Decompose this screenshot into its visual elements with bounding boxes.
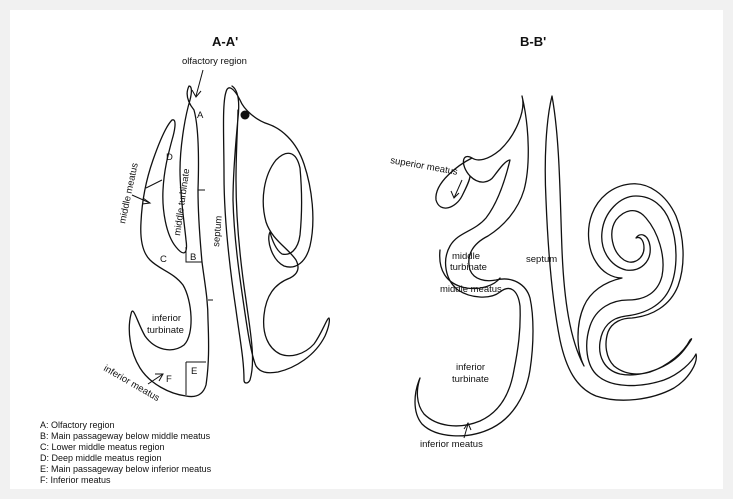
label-inferior-meatus-a: inferior meatus — [102, 363, 162, 404]
label-middle-turbinate-b-2: turbinate — [450, 262, 487, 273]
label-inferior-turbinate-b-1: inferior — [456, 362, 485, 373]
cavity-outline-left — [129, 86, 208, 397]
label-septum-a: septum — [211, 215, 225, 247]
title-a: A-A' — [212, 34, 238, 49]
region-c-label: C — [160, 254, 167, 265]
region-d-label: D — [166, 152, 173, 163]
label-inferior-turbinate-a-1: inferior — [152, 313, 181, 324]
label-inferior-turbinate-a-2: turbinate — [147, 325, 184, 336]
label-middle-meatus-a: middle meatus — [117, 162, 141, 225]
label-superior-meatus-b: superior meatus — [389, 155, 458, 178]
arrowhead-superior-meatus-b — [451, 191, 459, 198]
label-middle-meatus-b: middle meatus — [440, 284, 502, 295]
arrow-superior-meatus-b — [454, 180, 462, 198]
title-b: B-B' — [520, 34, 546, 49]
arrow-middle-meatus-a — [132, 195, 150, 203]
label-middle-turbinate-b-1: middle — [452, 251, 480, 262]
label-inferior-meatus-b: inferior meatus — [420, 439, 483, 450]
legend-item-b: B: Main passageway below middle meatus — [40, 431, 211, 441]
region-f-label: F — [166, 374, 172, 385]
legend-item-f: F: Inferior meatus — [40, 475, 111, 485]
septum-outline-b — [545, 96, 696, 400]
region-a-label: A — [197, 110, 204, 121]
label-middle-turbinate-a: middle turbinate — [172, 168, 192, 236]
label-inferior-turbinate-b-2: turbinate — [452, 374, 489, 385]
region-e-label: E — [191, 366, 197, 377]
marker-dot — [241, 111, 250, 120]
divider-d — [146, 180, 162, 188]
septum-outline-a — [224, 86, 330, 383]
legend-item-e: E: Main passageway below inferior meatus — [40, 464, 212, 474]
label-olfactory-region: olfactory region — [182, 56, 247, 67]
legend-item-d: D: Deep middle meatus region — [40, 453, 162, 463]
legend-item-c: C: Lower middle meatus region — [40, 442, 165, 452]
label-septum-b: septum — [526, 254, 557, 265]
legend-item-a: A: Olfactory region — [40, 420, 115, 430]
region-b-label: B — [190, 252, 196, 263]
